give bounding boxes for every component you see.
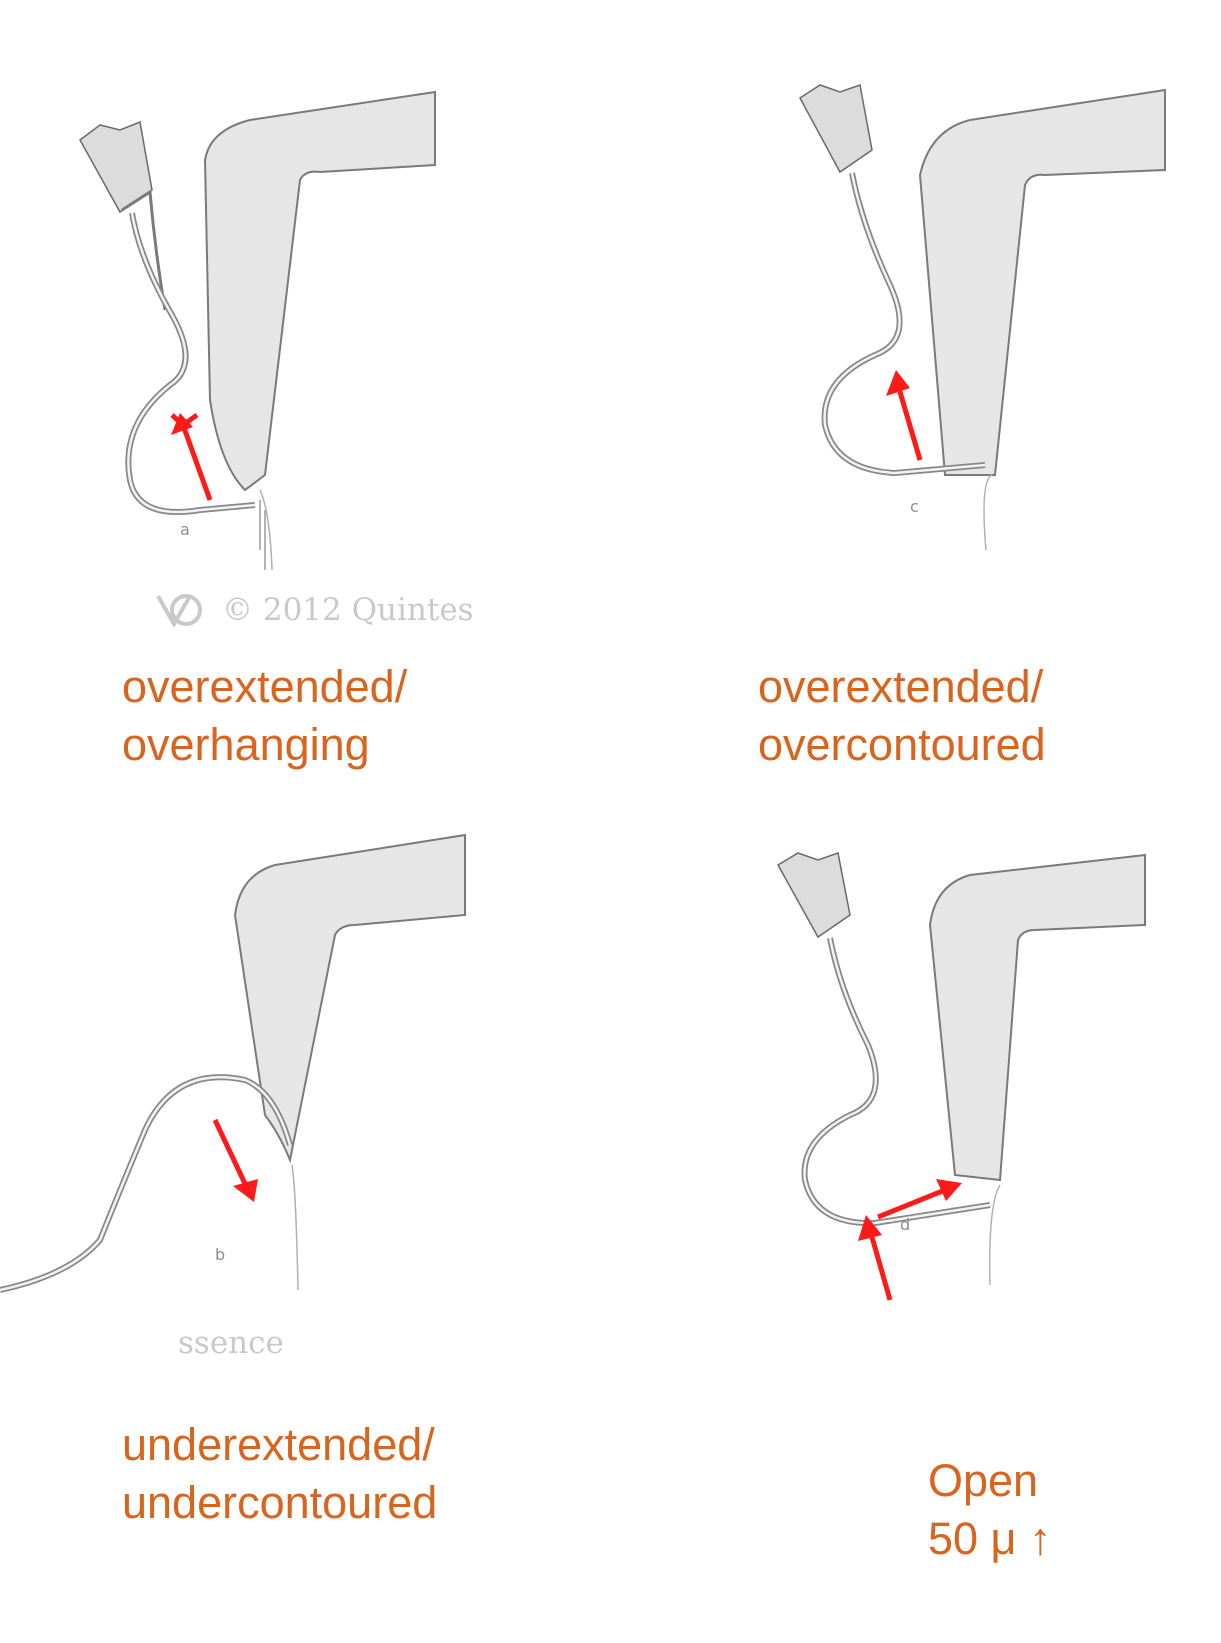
caption-line: 50 μ ↑	[928, 1513, 1052, 1564]
figure-letter: d	[900, 1215, 910, 1234]
panel-c-figure: c	[799, 84, 1166, 551]
explorer-instrument	[0, 1074, 293, 1293]
caption-line: overextended/	[122, 661, 408, 712]
caption-line: overhanging	[122, 719, 370, 770]
panel-d-figure: d	[776, 852, 1146, 1301]
crown-shape	[928, 853, 1146, 1182]
caption-panel-c: overextended/ overcontoured	[758, 658, 1046, 774]
explorer-instrument	[799, 84, 986, 477]
direction-arrow-up	[858, 1215, 893, 1301]
caption-panel-d: Open 50 μ ↑	[928, 1452, 1052, 1568]
diagram-panel-b: b	[0, 830, 470, 1300]
tooth-root-outline	[259, 500, 266, 570]
gum-line	[291, 1164, 299, 1291]
direction-arrow	[886, 370, 923, 461]
gum-line	[988, 1184, 1001, 1286]
watermark-text-bottom: ssence	[178, 1325, 284, 1361]
gum-line	[983, 474, 993, 551]
panel-a-figure: a	[79, 90, 436, 571]
diagram-panel-c: c	[780, 80, 1180, 551]
figure-letter: a	[180, 520, 190, 539]
caption-line: undercontoured	[122, 1477, 438, 1528]
direction-arrow-right	[877, 1179, 962, 1220]
direction-arrow	[212, 1118, 258, 1202]
diagram-panel-a: a	[60, 80, 460, 580]
gum-line	[259, 489, 273, 571]
explorer-instrument	[79, 120, 256, 515]
watermark-text-top: © 2012 Quintes	[222, 592, 474, 628]
crown-shape	[233, 833, 466, 1164]
caption-panel-a: overextended/ overhanging	[122, 658, 407, 774]
caption-line: overcontoured	[758, 719, 1046, 770]
caption-panel-b: underextended/ undercontoured	[122, 1416, 437, 1532]
figure-letter: c	[910, 497, 919, 516]
caption-line: Open	[928, 1455, 1039, 1506]
diagram-panel-d: d	[760, 845, 1160, 1315]
figure-letter: b	[215, 1245, 225, 1264]
caption-line: overextended/	[758, 661, 1044, 712]
panel-b-figure: b	[0, 833, 466, 1293]
crown-shape	[918, 88, 1166, 476]
crown-shape	[203, 90, 436, 492]
caption-line: underextended/	[122, 1419, 435, 1470]
watermark-logo	[156, 592, 212, 633]
direction-arrow	[170, 412, 213, 501]
explorer-instrument	[776, 852, 991, 1227]
